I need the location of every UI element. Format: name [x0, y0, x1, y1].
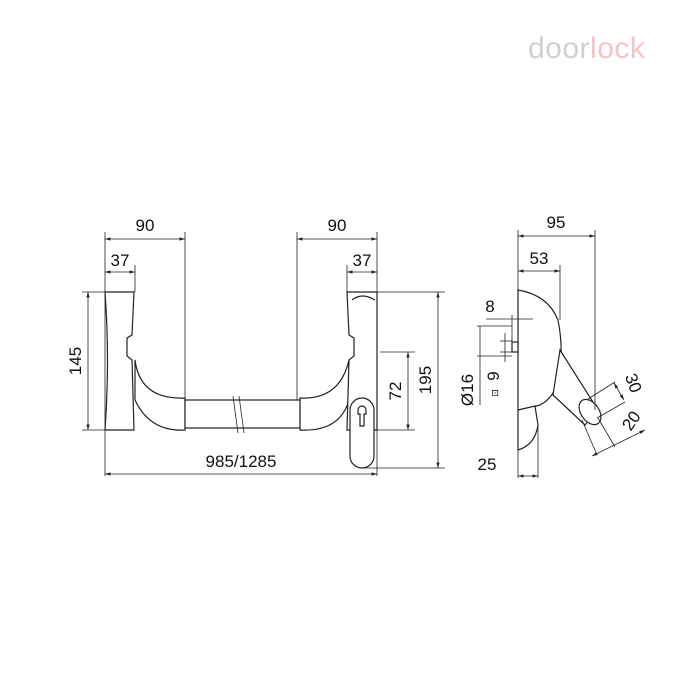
bar-section: [578, 398, 602, 426]
doorlock-logo: doorlock: [528, 32, 645, 66]
dim-right-offset: 90: [328, 216, 347, 235]
dimension-line-bar-diameter: [613, 382, 625, 401]
square-symbol-icon: ⊡: [490, 389, 500, 397]
dim-spindle: 8: [485, 297, 494, 316]
dim-left-offset: 90: [136, 216, 155, 235]
dim-base-thickness: 25: [478, 455, 497, 474]
cylinder-plate: [349, 397, 375, 469]
escutcheon-top-curve: [351, 295, 376, 301]
left-arm: [134, 359, 186, 431]
dim-plate-depth: 53: [530, 249, 549, 268]
extension-line: [597, 417, 616, 448]
side-dimensions: 95 53 8 Ø16 9 ⊡ 25 30 20: [458, 213, 645, 478]
logo-door: door: [528, 32, 591, 65]
dim-bar-width: 20: [618, 408, 644, 434]
extension-line: [581, 419, 598, 456]
right-arm: [299, 359, 350, 431]
spindle: [511, 341, 519, 353]
left-escutcheon: [104, 291, 135, 431]
bar-break-line: [232, 395, 239, 434]
dim-bar-diameter: 30: [621, 371, 645, 395]
front-dimensions: 90 37 90 37 145 72 195 985/1285: [66, 216, 445, 476]
dimension-line-bar-width: [591, 429, 646, 457]
side-lever: [517, 405, 539, 451]
dim-depth: 95: [547, 213, 566, 232]
dim-cylinder-distance: 72: [386, 382, 405, 401]
front-view: [104, 291, 378, 469]
keyhole-icon: [357, 405, 367, 427]
side-view: [511, 289, 602, 451]
dim-total-height: 195: [416, 366, 435, 394]
bar-break-line: [238, 395, 245, 434]
logo-lock: lock: [590, 32, 646, 65]
extension-line: [587, 381, 616, 400]
dim-right-plate-width: 37: [353, 251, 372, 270]
dim-left-plate-width: 37: [111, 251, 130, 270]
dim-plate-height: 145: [66, 347, 85, 375]
extension-line: [596, 401, 626, 419]
dim-bar-length: 985/1285: [206, 452, 277, 471]
dim-diameter: Ø16: [458, 374, 477, 406]
dim-square: 9: [484, 371, 503, 380]
